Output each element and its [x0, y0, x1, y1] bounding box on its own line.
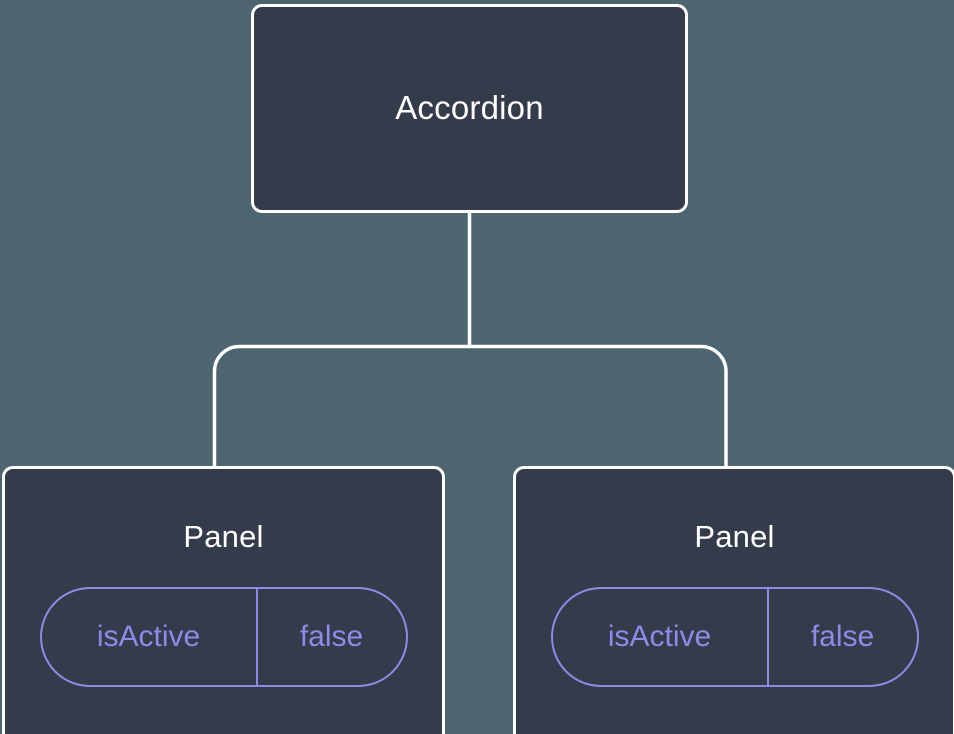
prop-pill-panel-1[interactable]: isActive false: [39, 587, 408, 688]
tree-node-panel-2[interactable]: Panel isActive false: [513, 466, 954, 734]
prop-value-panel-1: false: [299, 620, 364, 654]
prop-pill-panel-2[interactable]: isActive false: [550, 587, 919, 688]
prop-value-panel-2: false: [810, 620, 875, 654]
prop-divider-panel-2: [766, 589, 769, 686]
prop-key-panel-2: isActive: [607, 620, 712, 654]
prop-key-panel-1: isActive: [96, 620, 201, 654]
prop-divider-panel-1: [255, 589, 258, 686]
node-title-accordion: Accordion: [395, 89, 544, 127]
edge-branch-bus: [212, 344, 728, 470]
tree-node-accordion[interactable]: Accordion: [251, 4, 688, 213]
tree-node-panel-1[interactable]: Panel isActive false: [2, 466, 445, 734]
node-title-panel-2: Panel: [694, 519, 775, 554]
node-title-panel-1: Panel: [183, 519, 264, 554]
